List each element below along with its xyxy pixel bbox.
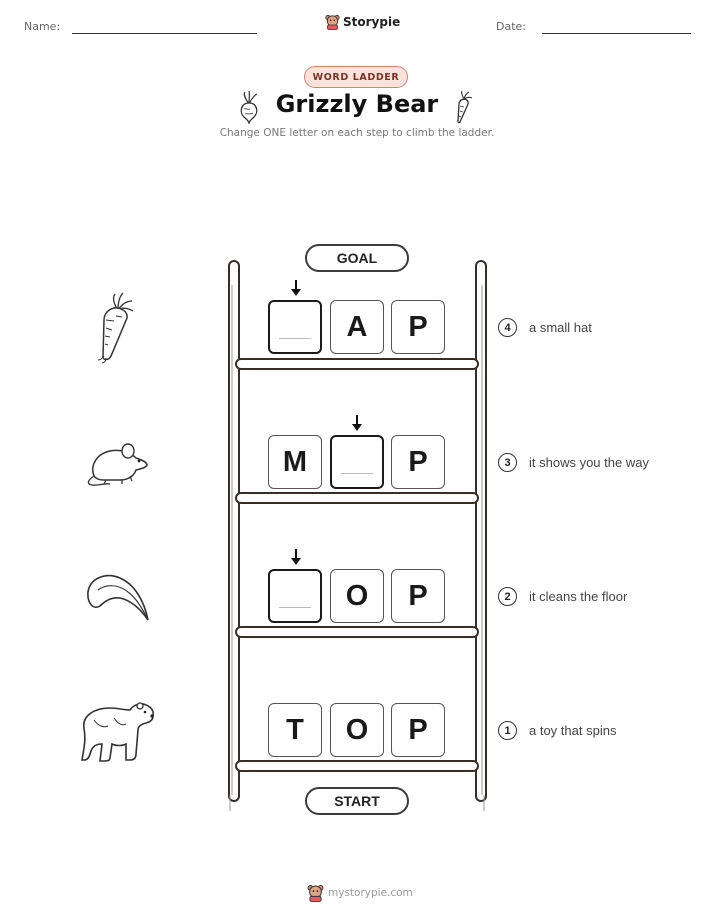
letter-tile: P bbox=[391, 300, 445, 354]
step-clue: a toy that spins bbox=[529, 723, 617, 738]
mouse-icon bbox=[87, 443, 148, 486]
step-number: 4 bbox=[498, 318, 517, 337]
ladder-rung bbox=[235, 760, 479, 772]
carrot-small-icon bbox=[457, 90, 473, 124]
letter-tile: P bbox=[391, 703, 445, 757]
step-clue: a small hat bbox=[529, 320, 592, 335]
down-arrow-icon bbox=[291, 549, 301, 565]
brand-name: Storypie bbox=[343, 15, 401, 29]
letter-tile: O bbox=[330, 569, 384, 623]
page-instructions: Change ONE letter on each step to climb … bbox=[219, 127, 495, 139]
step-clue: it cleans the floor bbox=[529, 589, 628, 604]
storypie-mascot-icon bbox=[307, 885, 324, 902]
letter-tile-blank[interactable] bbox=[268, 569, 322, 623]
step-number: 2 bbox=[498, 587, 517, 606]
letter-tile: T bbox=[268, 703, 322, 757]
claw-icon bbox=[87, 574, 149, 621]
letter-tile-blank[interactable] bbox=[268, 300, 322, 354]
letter-tile: M bbox=[268, 435, 322, 489]
down-arrow-icon bbox=[352, 415, 362, 431]
ladder-rung bbox=[235, 358, 479, 370]
page-title: Grizzly Bear bbox=[275, 90, 439, 118]
footer: mystorypie.com bbox=[307, 884, 413, 902]
goal-label: GOAL bbox=[305, 244, 409, 272]
footer-url[interactable]: mystorypie.com bbox=[328, 887, 413, 899]
letter-tile: A bbox=[330, 300, 384, 354]
ladder-rung bbox=[235, 492, 479, 504]
storypie-mascot-icon bbox=[325, 14, 340, 30]
step-clue: it shows you the way bbox=[529, 455, 649, 470]
ladder-rung bbox=[235, 626, 479, 638]
letter-tile: P bbox=[391, 569, 445, 623]
date-line[interactable] bbox=[542, 33, 691, 34]
start-label: START bbox=[305, 787, 409, 815]
brand-logo: Storypie bbox=[325, 14, 400, 30]
name-line[interactable] bbox=[72, 33, 257, 34]
activity-badge: WORD LADDER bbox=[304, 66, 408, 88]
carrot-icon bbox=[97, 292, 134, 364]
letter-tile: P bbox=[391, 435, 445, 489]
name-label: Name: bbox=[24, 20, 61, 33]
down-arrow-icon bbox=[291, 280, 301, 296]
letter-tile-blank[interactable] bbox=[330, 435, 384, 489]
ladder bbox=[228, 260, 487, 811]
bear-icon bbox=[81, 702, 155, 762]
letter-tile: O bbox=[330, 703, 384, 757]
step-number: 3 bbox=[498, 453, 517, 472]
turnip-icon bbox=[240, 90, 258, 124]
date-label: Date: bbox=[496, 20, 526, 33]
step-number: 1 bbox=[498, 721, 517, 740]
